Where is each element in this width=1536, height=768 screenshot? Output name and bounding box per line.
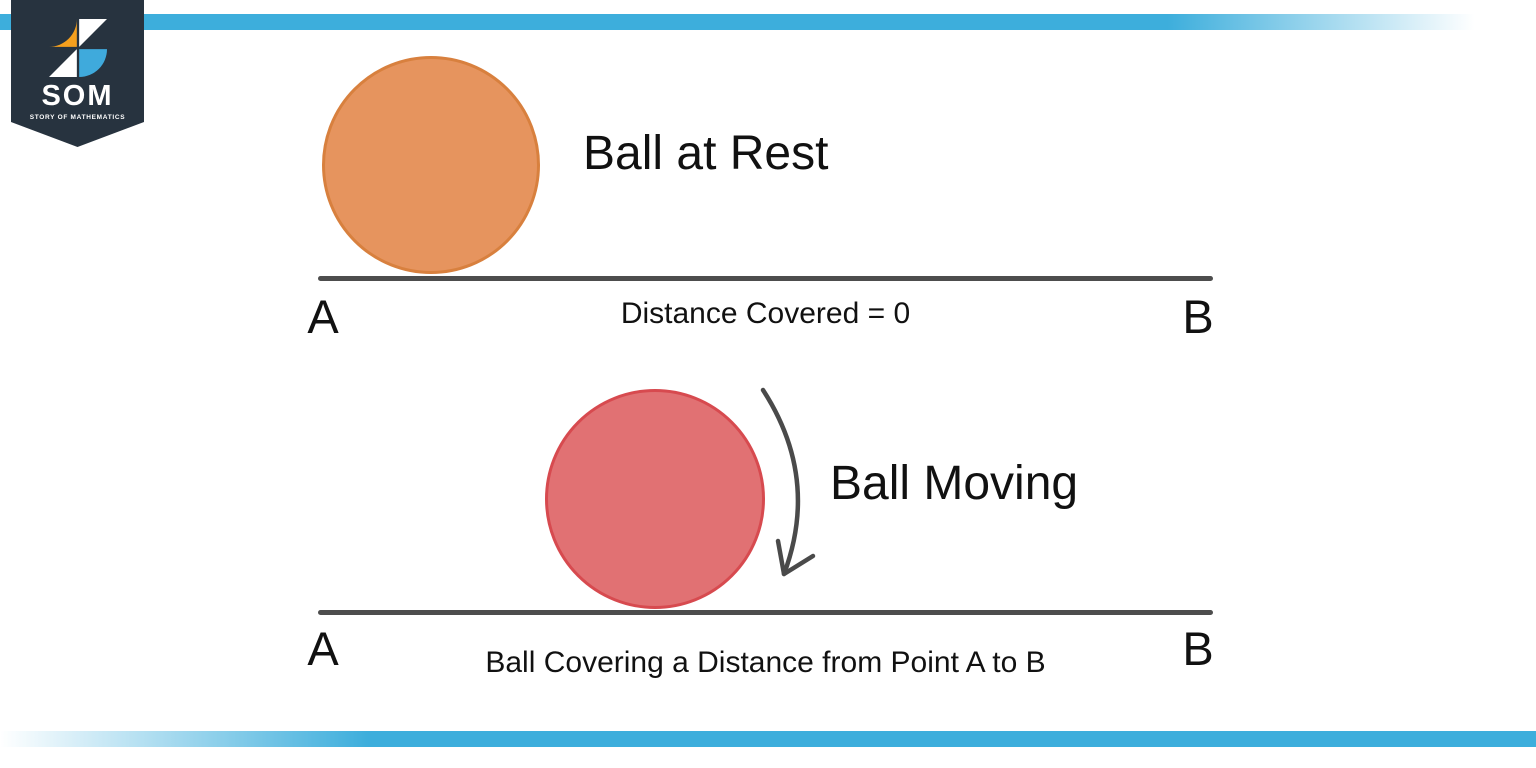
moving-heading: Ball Moving — [830, 457, 1079, 510]
moving-point-a-label: A — [307, 622, 339, 675]
rest-ground-line — [318, 276, 1213, 281]
moving-point-b-label: B — [1182, 622, 1214, 675]
logo-triangle-top-icon — [78, 19, 107, 47]
moving-ball — [545, 389, 765, 609]
logo-wordmark: SOM — [41, 80, 114, 112]
logo-quarter-circle-orange-icon — [48, 19, 77, 47]
rest-point-b-label: B — [1182, 290, 1214, 343]
rest-ball — [322, 56, 540, 274]
top-accent-bar — [0, 14, 1536, 30]
rest-point-a-label: A — [307, 290, 339, 343]
rotation-arrow-icon — [760, 387, 816, 577]
bottom-accent-bar — [0, 731, 1536, 747]
som-logo-banner: SOM STORY OF MATHEMATICS — [11, 0, 144, 147]
rest-heading: Ball at Rest — [583, 127, 829, 180]
logo-tagline: STORY OF MATHEMATICS — [29, 114, 126, 121]
moving-ground-line — [318, 610, 1213, 615]
logo-triangle-bottom-icon — [48, 49, 77, 77]
logo-quarter-circle-blue-icon — [78, 49, 107, 77]
rest-caption: Distance Covered = 0 — [620, 297, 911, 330]
moving-caption: Ball Covering a Distance from Point A to… — [485, 646, 1046, 679]
som-logo-icon — [48, 19, 107, 77]
